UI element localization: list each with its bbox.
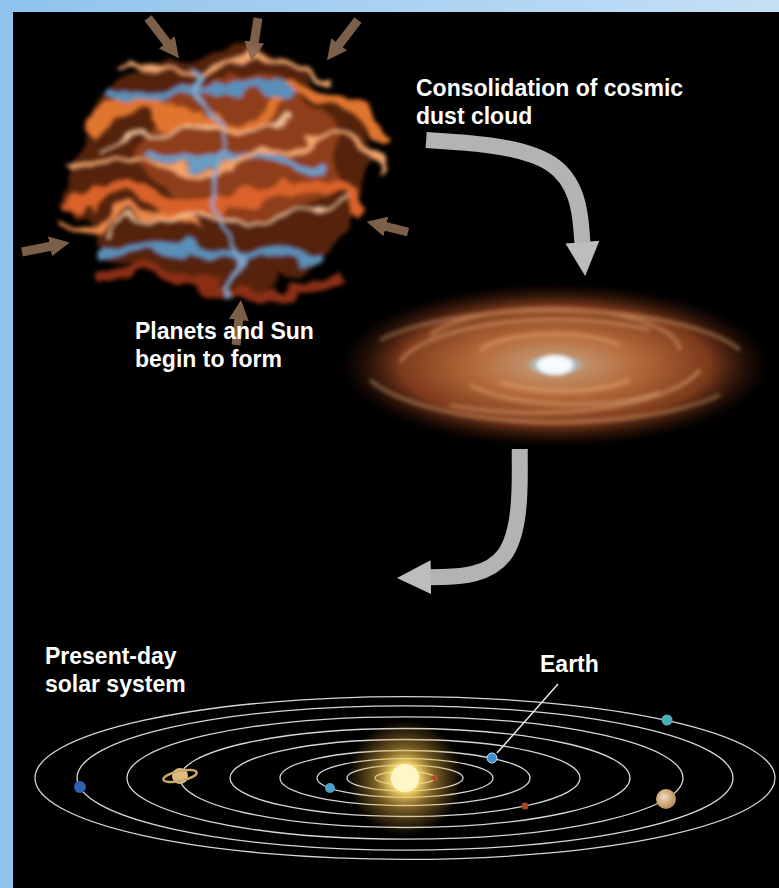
sun: [391, 764, 419, 792]
leader-line: [497, 684, 558, 753]
mars: [522, 803, 529, 810]
protoplanetary-disk-part: [537, 355, 573, 375]
orbit-part: [317, 759, 493, 798]
inward-arrows-part: [148, 18, 168, 44]
dust-cloud-part: [110, 90, 300, 100]
venus: [325, 783, 335, 793]
earth-planet: [487, 753, 497, 763]
inward-arrows: [22, 18, 408, 345]
orbit-part: [35, 697, 775, 860]
protoplanetary-disk-part-part: [400, 319, 650, 362]
stage-label: Planets and Sun begin to form: [135, 317, 350, 373]
protoplanetary-disk-part-part: [480, 334, 620, 350]
stage-arrow: [426, 140, 582, 245]
neptune: [74, 781, 86, 793]
dust-cloud-part: [110, 205, 340, 230]
jupiter: [656, 789, 676, 809]
saturn: [162, 768, 197, 785]
dust-cloud: [60, 50, 390, 290]
inward-arrows-part: [254, 18, 258, 44]
orbit-part: [77, 706, 733, 850]
inward-arrows-part: [338, 20, 358, 46]
dust-cloud-part: [100, 245, 330, 260]
inward-arrows-part: [22, 246, 52, 252]
protoplanetary-disk-part-part: [380, 311, 740, 350]
solar-system: [35, 684, 775, 859]
dust-cloud-part: [90, 274, 350, 286]
dust-cloud-part: [80, 181, 370, 220]
saturn-part: [162, 768, 197, 785]
protoplanetary-disk: [340, 283, 770, 447]
uranus: [662, 715, 673, 726]
planet-label: Earth: [540, 650, 599, 678]
stage-node: Consolidation of cosmic dust cloud: [412, 70, 695, 134]
protoplanetary-disk-part: [340, 283, 770, 447]
dust-cloud-part: [90, 89, 380, 140]
stage-arrow: [428, 449, 520, 577]
orbit: [35, 697, 775, 860]
orbit-part: [127, 717, 683, 839]
dust-cloud-part: [60, 216, 200, 230]
protoplanetary-disk-part-part: [500, 380, 630, 391]
stage-label: Consolidation of cosmic dust cloud: [416, 74, 691, 130]
dust-cloud-part: [70, 139, 390, 175]
protoplanetary-disk-part: [370, 309, 740, 422]
stage-label: Present-day solar system: [45, 642, 225, 698]
protoplanetary-disk-part-part: [470, 385, 660, 404]
stage-node: Present-day solar system: [25, 580, 775, 878]
stage-node: Planets and Sun begin to form: [125, 275, 770, 447]
sun-glow: [347, 720, 463, 836]
inward-arrows-part: [384, 226, 408, 232]
dust-cloud-part: [120, 60, 340, 72]
dust-cloud-part: [200, 60, 240, 290]
protoplanetary-disk-part-part: [450, 370, 700, 413]
protoplanetary-disk-part-part: [370, 380, 720, 422]
dust-cloud-part: [100, 120, 300, 140]
mercury: [432, 775, 438, 781]
